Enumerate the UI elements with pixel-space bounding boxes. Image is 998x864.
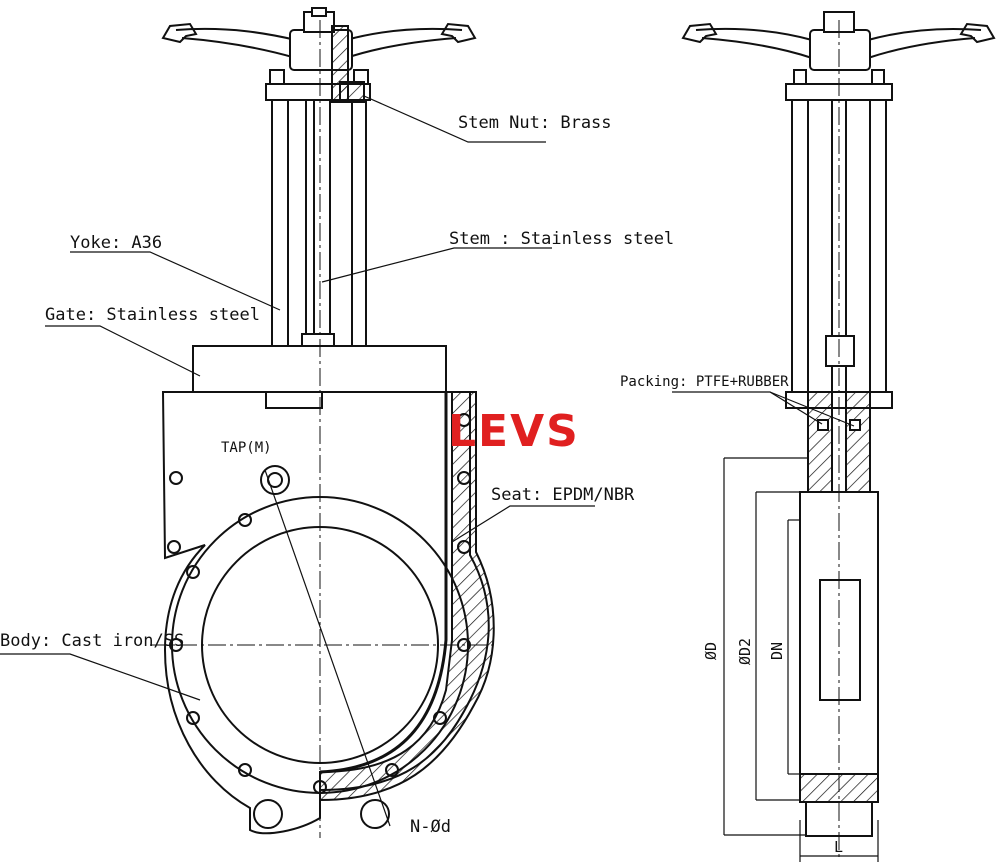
front-view: Stem Nut: Brass Stem : Stainless steel Y… — [0, 7, 674, 838]
label-yoke: Yoke: A36 — [70, 233, 162, 253]
brand-logo: LEVS — [448, 406, 580, 457]
stem — [301, 100, 335, 371]
leader-lines — [0, 95, 595, 701]
label-stem-nut: Stem Nut: Brass — [458, 113, 612, 133]
yoke — [271, 100, 367, 392]
bolt-holes — [167, 413, 471, 794]
bottom-lug-left — [253, 799, 283, 829]
handwheel-side — [681, 11, 996, 71]
gland-block — [265, 391, 323, 409]
dim-bolt-circle: ØD2 — [736, 638, 754, 665]
label-gate: Gate: Stainless steel — [45, 305, 260, 325]
seat — [319, 392, 448, 774]
dim-nominal: DN — [768, 642, 786, 660]
bottom-lug-right — [360, 799, 390, 829]
label-tap: TAP(M) — [221, 440, 272, 456]
body-section-hatch — [319, 391, 495, 802]
stem-nut-hatch — [331, 25, 365, 103]
dim-length: L — [834, 838, 843, 856]
tap-lug — [260, 465, 290, 495]
valve-body — [161, 391, 490, 835]
handwheel — [161, 7, 477, 71]
label-seat: Seat: EPDM/NBR — [491, 485, 635, 505]
dimension-lines — [723, 457, 879, 862]
label-holes: N-Ød — [410, 817, 451, 837]
label-stem: Stem : Stainless steel — [449, 229, 674, 249]
label-body: Body: Cast iron/SS — [0, 631, 184, 651]
dim-outer-diameter: ØD — [702, 642, 720, 660]
label-packing: Packing: PTFE+RUBBER — [620, 374, 789, 390]
side-view: Packing: PTFE+RUBBER ØD ØD2 DN L — [620, 11, 996, 862]
bolt-left — [269, 69, 285, 85]
